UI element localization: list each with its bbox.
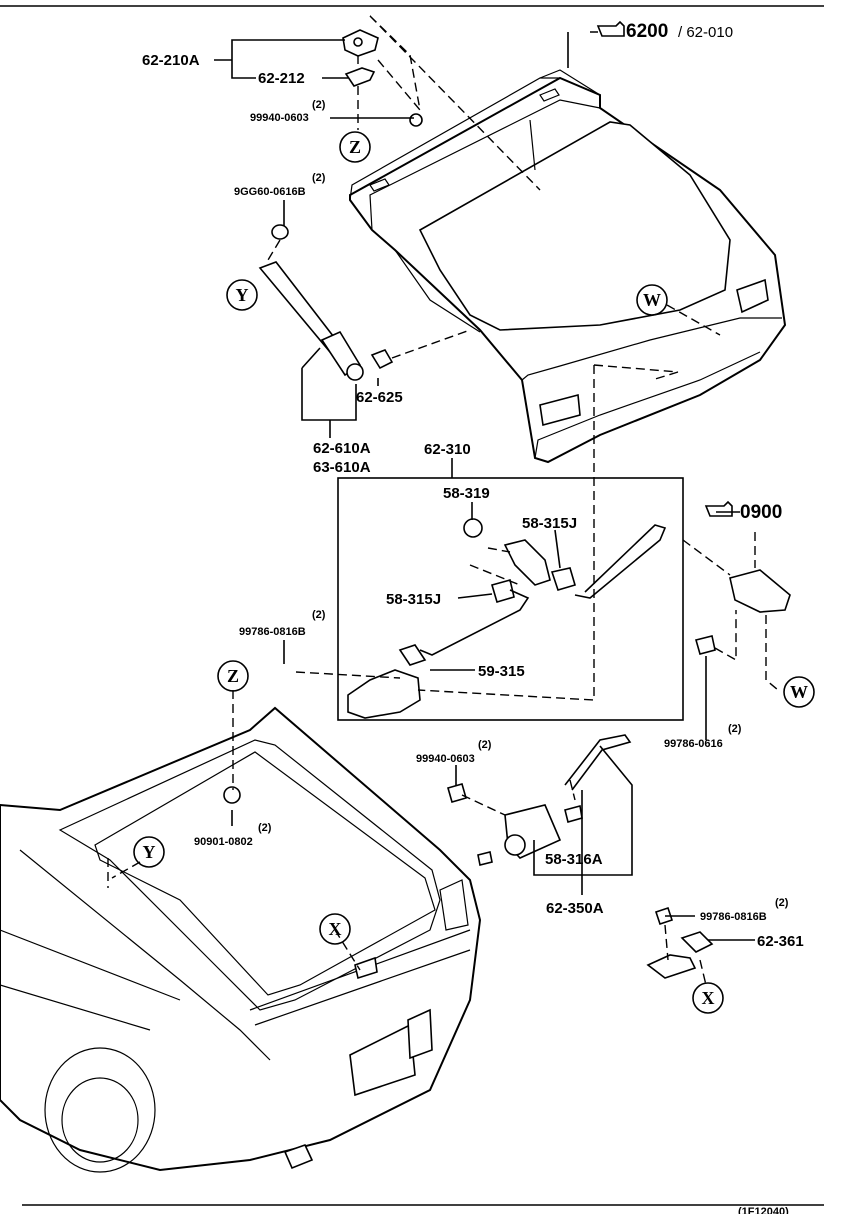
label-grommet-qty: (2) (258, 822, 272, 834)
lamp-left (539, 393, 581, 427)
callout-y-lower: Y (133, 836, 165, 868)
ref-lock: 0900 (740, 502, 782, 523)
label-nut-qty-2: (2) (478, 739, 492, 751)
label-nut-qty-1: (2) (312, 99, 326, 111)
striker (646, 954, 697, 979)
label-striker-bolt-qty: (2) (775, 897, 789, 909)
label-bolt-qty-2: (2) (312, 609, 326, 621)
nut-99940-lower (447, 783, 467, 803)
latch-parts (347, 518, 667, 719)
label-stay-a: 62-610A (313, 440, 371, 457)
striker-bolt (654, 906, 674, 926)
label-clip-b: 58-315J (386, 591, 441, 608)
key-cylinder (695, 569, 791, 655)
license-plate-area (349, 1023, 416, 1097)
stay-bolt-upper (271, 224, 289, 240)
gas-stay (258, 224, 394, 381)
bolt-99786-0616 (695, 635, 716, 655)
rod-59-315 (419, 589, 530, 656)
label-stay-b: 63-610A (313, 459, 371, 476)
leader-lines (214, 31, 755, 941)
svg-text:W: W (790, 682, 808, 702)
callout-w-lower: W (783, 676, 815, 708)
label-striker: 62-361 (757, 933, 804, 950)
label-bolt-3: 99786-0616 (664, 738, 723, 750)
ref-0900[interactable]: 0900 (704, 500, 782, 523)
label-hinge-plate: 62-212 (258, 70, 305, 87)
clip-right (550, 567, 576, 591)
nut-99940 (409, 113, 423, 127)
label-striker-bolt: 99786-0816B (700, 911, 767, 923)
latch-group-box (337, 477, 684, 721)
label-bolt-1: 9GG60-0616B (234, 186, 306, 198)
svg-text:Z: Z (227, 666, 239, 686)
stay-bolt-lower (370, 349, 394, 370)
label-stay-bolt: 62-625 (356, 389, 403, 406)
clip-left (491, 579, 515, 603)
grommet (223, 786, 241, 804)
pointing-hand-icon (704, 500, 733, 517)
label-hinge-assy: 62-210A (142, 52, 200, 69)
callout-z-lower: Z (217, 660, 249, 692)
svg-text:X: X (702, 988, 715, 1008)
striker-mount (354, 956, 378, 980)
label-latch-group: 62-310 (424, 441, 471, 458)
car-body (0, 706, 482, 1173)
exhaust (283, 1144, 314, 1170)
label-opener-assy: 62-350A (546, 900, 604, 917)
svg-text:W: W (643, 290, 661, 310)
label-grommet: 90901-0802 (194, 836, 253, 848)
svg-text:X: X (329, 919, 342, 939)
label-nut-1: 99940-0603 (250, 112, 309, 124)
label-clip-a: 58-315J (522, 515, 577, 532)
label-bolt-qty-3: (2) (728, 723, 742, 735)
callout-x-lower: X (319, 913, 351, 945)
label-nut-2: 99940-0603 (416, 753, 475, 765)
svg-text:Y: Y (236, 285, 249, 305)
label-bolt-2: 99786-0816B (239, 626, 306, 638)
ref-body-main: 6200 (626, 21, 668, 42)
callout-w-top: W (636, 284, 668, 316)
hinge-plate (344, 67, 376, 87)
lamp-right (736, 278, 769, 314)
svg-text:Y: Y (143, 842, 156, 862)
label-rod: 59-315 (478, 663, 525, 680)
callout-y-top: Y (226, 279, 258, 311)
svg-text:Z: Z (349, 137, 361, 157)
label-opener-rod: 58-316A (545, 851, 603, 868)
callout-x-bottom: X (692, 982, 724, 1014)
label-rod-holder: 58-319 (443, 485, 490, 502)
hinge (342, 29, 423, 127)
rear-glass (418, 121, 731, 331)
pointing-hand-icon (596, 20, 625, 37)
label-figure-code: (1F12040) (738, 1206, 789, 1214)
striker-assy (646, 906, 714, 979)
ref-body-sub: / 62-010 (678, 24, 733, 41)
label-bolt-qty-1: (2) (312, 172, 326, 184)
liftgate-panel (349, 69, 787, 464)
ref-6200[interactable]: 6200 / 62-010 (596, 20, 733, 42)
opener-rod (564, 734, 632, 791)
lock-cylinder-body (503, 539, 551, 586)
rod-holder (463, 518, 483, 538)
latch (347, 669, 421, 719)
callout-z-top: Z (339, 131, 371, 163)
rod-upper (574, 524, 667, 599)
opener-solenoid (447, 734, 632, 866)
